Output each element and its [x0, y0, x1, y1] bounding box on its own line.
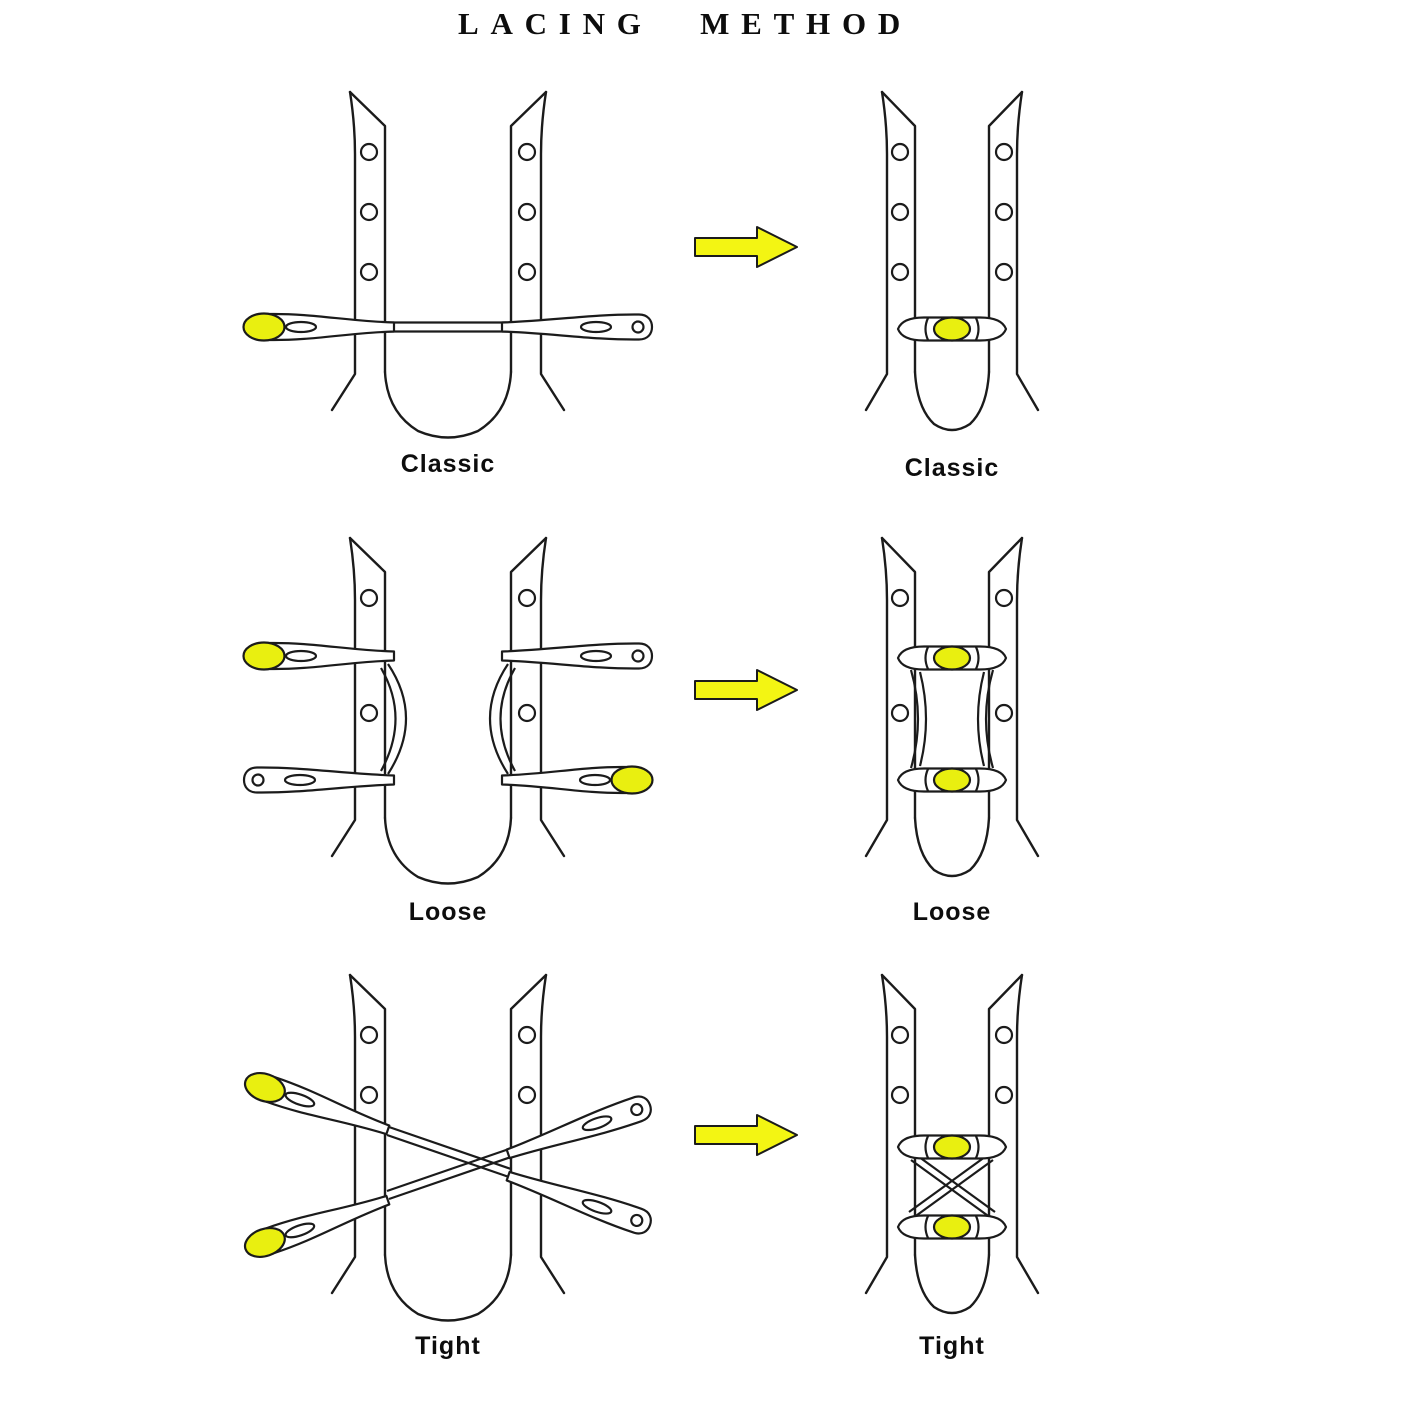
loose-straps [909, 669, 995, 769]
classic-lace [242, 312, 654, 342]
arrow-right-icon [694, 1114, 798, 1156]
classic-before-label: Classic [400, 450, 496, 478]
lace-lock [896, 316, 1008, 342]
lace-toggle-hole [500, 642, 654, 670]
loose-after-diagram [864, 536, 1040, 878]
tight-cross-straps [908, 1153, 996, 1219]
lace-lock [896, 1134, 1008, 1160]
lace-toggle-yellow [242, 641, 396, 671]
loose-before-diagram [242, 536, 654, 885]
classic-after-label: Classic [904, 454, 1000, 482]
tight-before-diagram [240, 973, 656, 1322]
lace-toggle-hole [502, 1163, 656, 1238]
lace-toggle-hole [242, 766, 396, 794]
tight-after-diagram [864, 973, 1040, 1315]
classic-before-diagram [242, 90, 654, 439]
lace-toggle-hole [500, 313, 654, 341]
loose-lace-bands [380, 663, 516, 775]
eyelets [890, 142, 1014, 282]
tight-before-label: Tight [415, 1332, 481, 1360]
lace-lock [896, 1214, 1008, 1240]
lace-toggle-yellow [240, 1186, 394, 1264]
lace-lock [896, 645, 1008, 671]
shoe-outline [864, 536, 1040, 878]
loose-after-label: Loose [912, 898, 992, 926]
lace-toggle-yellow [500, 765, 654, 795]
shoe-outline [864, 90, 1040, 432]
arrow-right-icon [694, 226, 798, 268]
arrow-right-icon [694, 669, 798, 711]
eyelets [359, 142, 537, 282]
lace-toggle-yellow [240, 1066, 394, 1144]
tight-cross-laces [386, 1125, 512, 1201]
classic-after-diagram [864, 90, 1040, 432]
lace-toggle-yellow [242, 312, 396, 342]
eyelets [359, 1025, 537, 1105]
lace-lock [896, 767, 1008, 793]
loose-before-label: Loose [408, 898, 488, 926]
page-title: LACING METHOD [457, 6, 913, 41]
eyelets [890, 1025, 1014, 1105]
tight-after-label: Tight [919, 1332, 985, 1360]
